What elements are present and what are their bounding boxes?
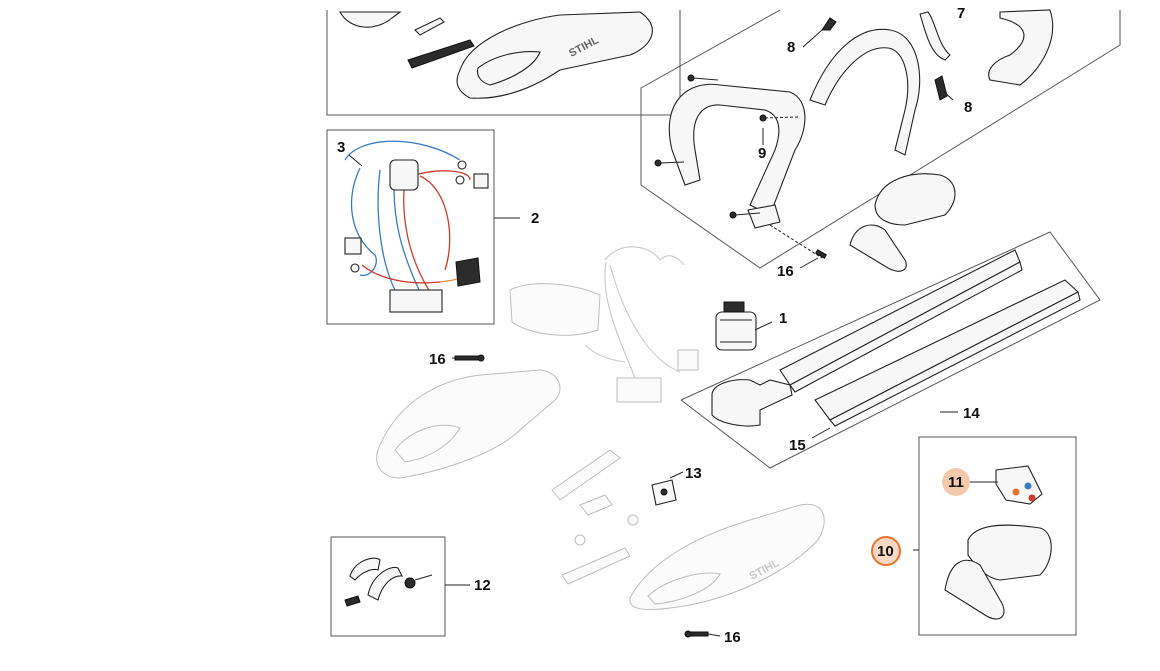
callout-1: 1 — [779, 310, 787, 327]
screw-icon — [769, 224, 828, 259]
ghosted-main-assembly: STIHL — [376, 246, 825, 611]
callout-8-upper: 8 — [787, 39, 795, 56]
switch-module — [651, 479, 677, 506]
callout-13: 13 — [685, 465, 702, 482]
screw-icon — [759, 114, 799, 122]
housing-upper-panel: STIHL — [326, 10, 681, 116]
callout-7: 7 — [957, 5, 965, 22]
wiring-harness-panel — [326, 129, 495, 325]
guard-kit-panel — [918, 436, 1077, 636]
callout-12: 12 — [474, 577, 491, 594]
callout-10: 10 — [877, 543, 894, 560]
screw-icon — [729, 211, 761, 219]
screw-icon — [454, 354, 485, 362]
trigger-panel — [330, 536, 446, 637]
callout-10-badge — [871, 536, 901, 566]
callout-16-handle: 16 — [777, 263, 794, 280]
screw-icon — [687, 74, 719, 82]
spare-guard-part — [849, 173, 956, 272]
leader-lines — [348, 29, 998, 637]
callout-2: 2 — [531, 210, 539, 227]
callout-9: 9 — [758, 145, 766, 162]
callout-8-lower: 8 — [964, 99, 972, 116]
screw-icon — [654, 159, 685, 167]
callout-11: 11 — [948, 474, 964, 491]
callout-14: 14 — [963, 405, 980, 422]
handle-assembly-panel — [640, 9, 1121, 269]
blade-panel — [680, 231, 1101, 469]
callout-11-badge — [942, 468, 970, 496]
motor-part — [715, 301, 757, 351]
callout-3: 3 — [337, 139, 345, 156]
callout-16-left: 16 — [429, 351, 446, 368]
callout-15: 15 — [789, 437, 806, 454]
screw-icon — [684, 630, 709, 638]
callout-16-bottom: 16 — [724, 629, 741, 646]
